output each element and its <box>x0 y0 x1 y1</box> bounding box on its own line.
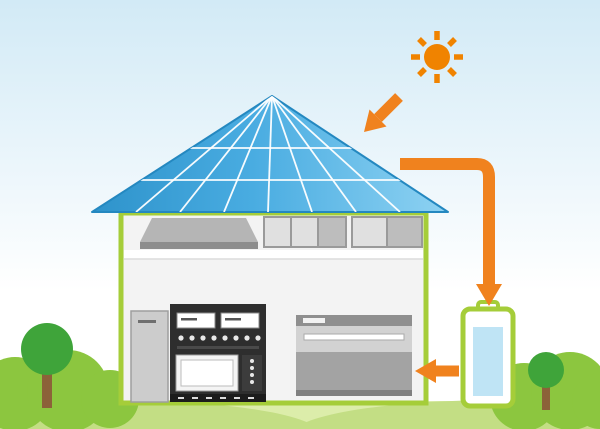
arrowhead <box>476 284 502 306</box>
tree-crown <box>528 352 564 388</box>
sun-rays <box>411 31 463 83</box>
window-shade <box>387 218 421 246</box>
tree-left <box>21 323 73 408</box>
sun-core <box>424 44 450 70</box>
arrowhead <box>415 359 436 383</box>
dishwasher <box>296 315 412 396</box>
floor-divider <box>124 250 423 259</box>
display-readout <box>181 318 197 321</box>
side-cabinet <box>130 310 169 403</box>
display-readout <box>225 318 241 321</box>
oven-window <box>180 359 234 387</box>
house <box>118 210 429 406</box>
dishwasher-handle <box>303 333 405 341</box>
knob-row <box>178 335 261 341</box>
battery-cell <box>473 327 503 396</box>
arrow-roof-to-battery <box>400 158 502 306</box>
tree-trunk <box>542 384 550 410</box>
dishwasher-top <box>296 315 412 326</box>
base-vents <box>178 397 254 399</box>
dishwasher-lower-front <box>296 352 412 394</box>
tree-crown <box>21 323 73 375</box>
storage-battery <box>460 300 516 409</box>
arrowhead <box>364 109 387 132</box>
arrow-sun-to-roof <box>364 93 403 132</box>
dishwasher-base <box>296 390 412 396</box>
window-upper-left <box>263 216 347 248</box>
window-shade <box>318 218 345 246</box>
hood-base <box>140 242 258 249</box>
sun-icon <box>411 31 463 83</box>
stove-base <box>170 394 266 402</box>
tree-trunk <box>42 369 52 408</box>
window-upper-right <box>351 216 423 248</box>
stove-trim <box>177 346 259 349</box>
hood-body <box>140 218 258 242</box>
cabinet-handle <box>138 320 156 323</box>
oven-buttons <box>250 359 254 384</box>
range-hood <box>140 218 258 249</box>
arrow-battery-to-house <box>415 359 459 383</box>
tree-right <box>528 352 564 410</box>
dishwasher-top-slot <box>303 318 325 323</box>
bush <box>572 373 600 429</box>
kitchen-appliance-unit <box>130 304 266 403</box>
